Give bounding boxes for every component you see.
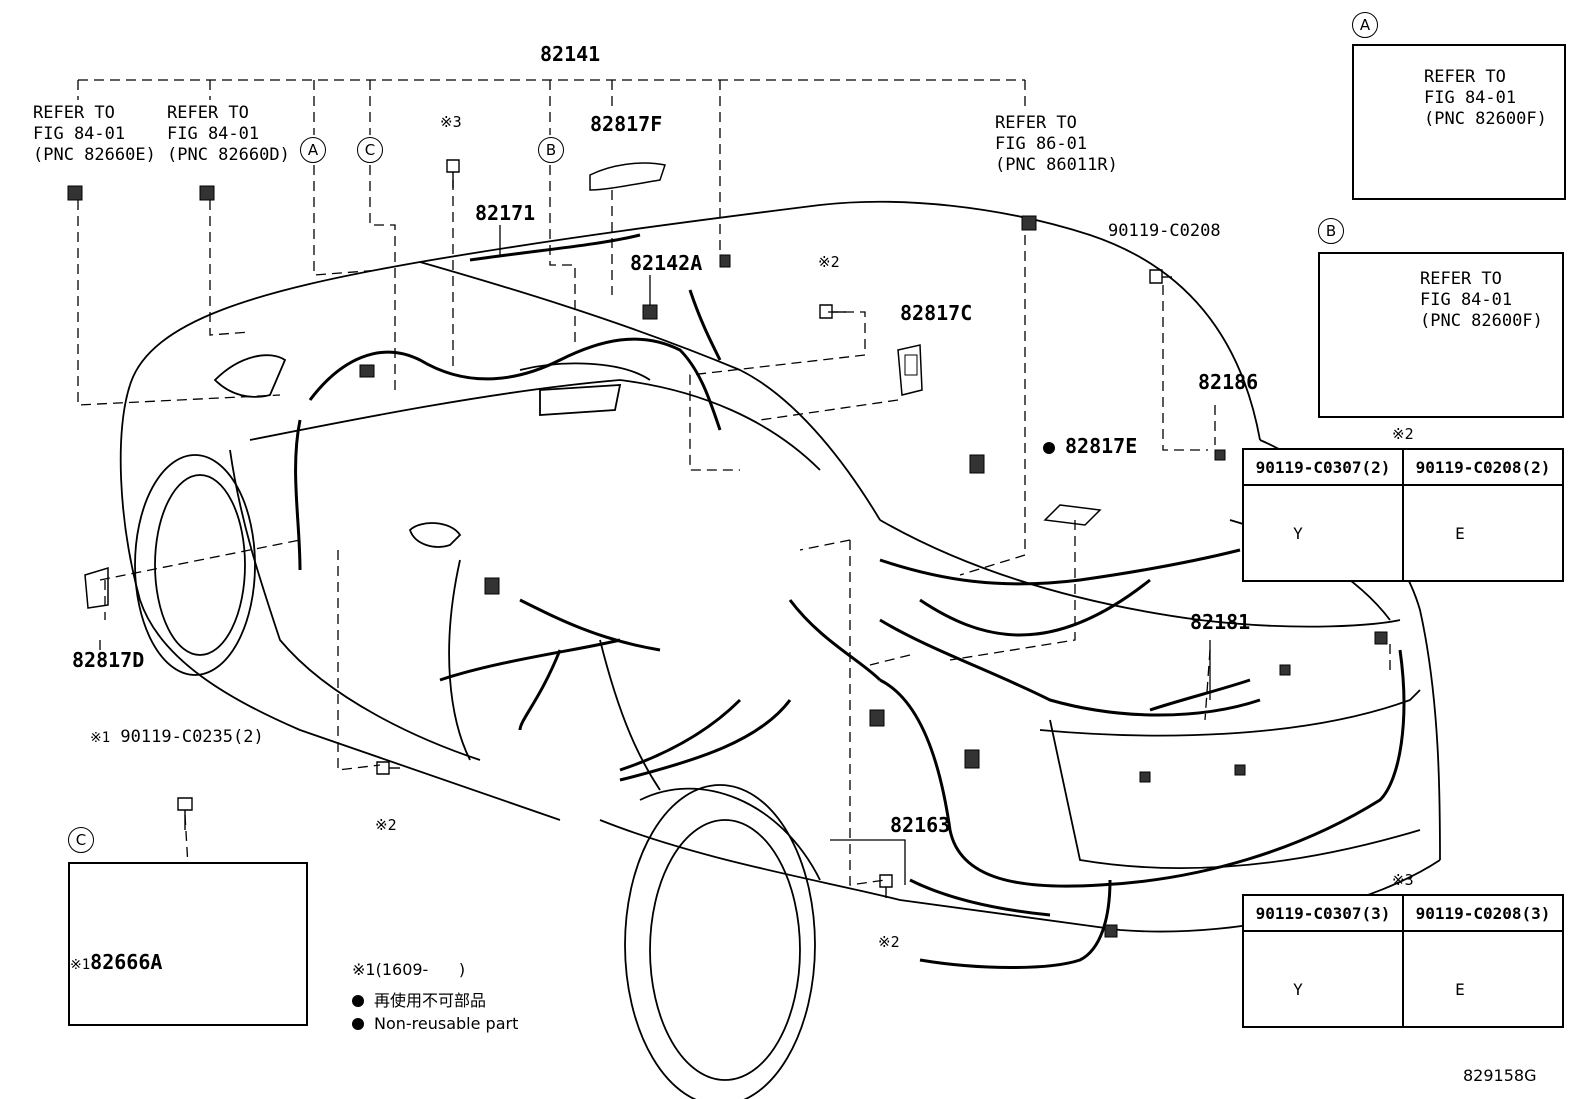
table-2-mark: ※2 [1392,425,1414,443]
label-82142a: 82142A [630,251,703,275]
legend-period: ※1(1609- ) [352,960,466,979]
label-82817f: 82817F [590,112,663,136]
label-82141: 82141 [540,42,601,66]
bolt-table-3: 90119-C0307(3) 90119-C0208(3) Y E [1242,894,1564,1028]
non-reusable-dot-icon [1043,442,1055,454]
callout-c: C [357,137,383,163]
brackets [84,162,1102,609]
table-3-mark: ※3 [1392,871,1414,889]
mark-2-bolt-top: ※2 [818,253,840,271]
refer-note-86011r: REFER TO FIG 86-01 (PNC 86011R) [995,113,1118,175]
table-3-bolt-e-mark: E [1455,980,1465,999]
detail-b-box: REFER TO FIG 84-01 (PNC 82600F) [1318,252,1564,418]
table-2-col2-header: 90119-C0208(2) [1415,458,1551,477]
table-2-bolt-y-mark: Y [1293,524,1303,543]
table-3-col2-header: 90119-C0208(3) [1415,904,1551,923]
refer-note-82660d: REFER TO FIG 84-01 (PNC 82660D) [167,103,290,165]
label-82817d: 82817D [72,648,145,672]
legend-en: Non-reusable part [352,1014,518,1033]
callout-b: B [538,137,564,163]
callout-a: A [300,137,326,163]
label-82666a: ※182666A [70,950,163,974]
table-3-bolt-y-mark: Y [1293,980,1303,999]
legend-jp: 再使用不可部品 [352,987,486,1011]
mark-2-bolt-mid: ※2 [375,816,397,834]
harness-wires [294,233,1406,969]
detail-b-refer-note: REFER TO FIG 84-01 (PNC 82600F) [1420,269,1543,331]
connector-blocks [67,185,1388,966]
bolts [177,159,1172,898]
label-90119-c0208: 90119-C0208 [1108,221,1221,241]
detail-a-box: REFER TO FIG 84-01 (PNC 82600F) [1352,44,1566,200]
detail-c-box: ※182666A [68,862,308,1026]
detail-a-marker: A [1352,12,1378,38]
label-82171: 82171 [475,201,536,225]
mark-3-bolt: ※3 [440,113,462,131]
figure-code: 829158G [1463,1066,1537,1085]
legend-dot-icon [352,995,364,1007]
table-2-col1-header: 90119-C0307(2) [1255,458,1391,477]
legend-dot-icon [352,1018,364,1030]
label-82817c: 82817C [900,301,973,325]
detail-c-marker: C [68,827,94,853]
refer-note-82660e: REFER TO FIG 84-01 (PNC 82660E) [33,103,156,165]
label-82186: 82186 [1198,370,1259,394]
label-82817e: 82817E [1043,436,1137,457]
bolt-table-2: 90119-C0307(2) 90119-C0208(2) Y E [1242,448,1564,582]
label-82163: 82163 [890,813,951,837]
table-2-bolt-e-mark: E [1455,524,1465,543]
label-90119-c0235: ※1 90119-C0235(2) [90,727,264,747]
table-3-col1-header: 90119-C0307(3) [1255,904,1391,923]
detail-a-refer-note: REFER TO FIG 84-01 (PNC 82600F) [1424,67,1547,129]
mark-2-bolt-rear: ※2 [878,933,900,951]
detail-b-marker: B [1318,218,1344,244]
dashed-leaders [77,79,1391,945]
label-82181: 82181 [1190,610,1251,634]
